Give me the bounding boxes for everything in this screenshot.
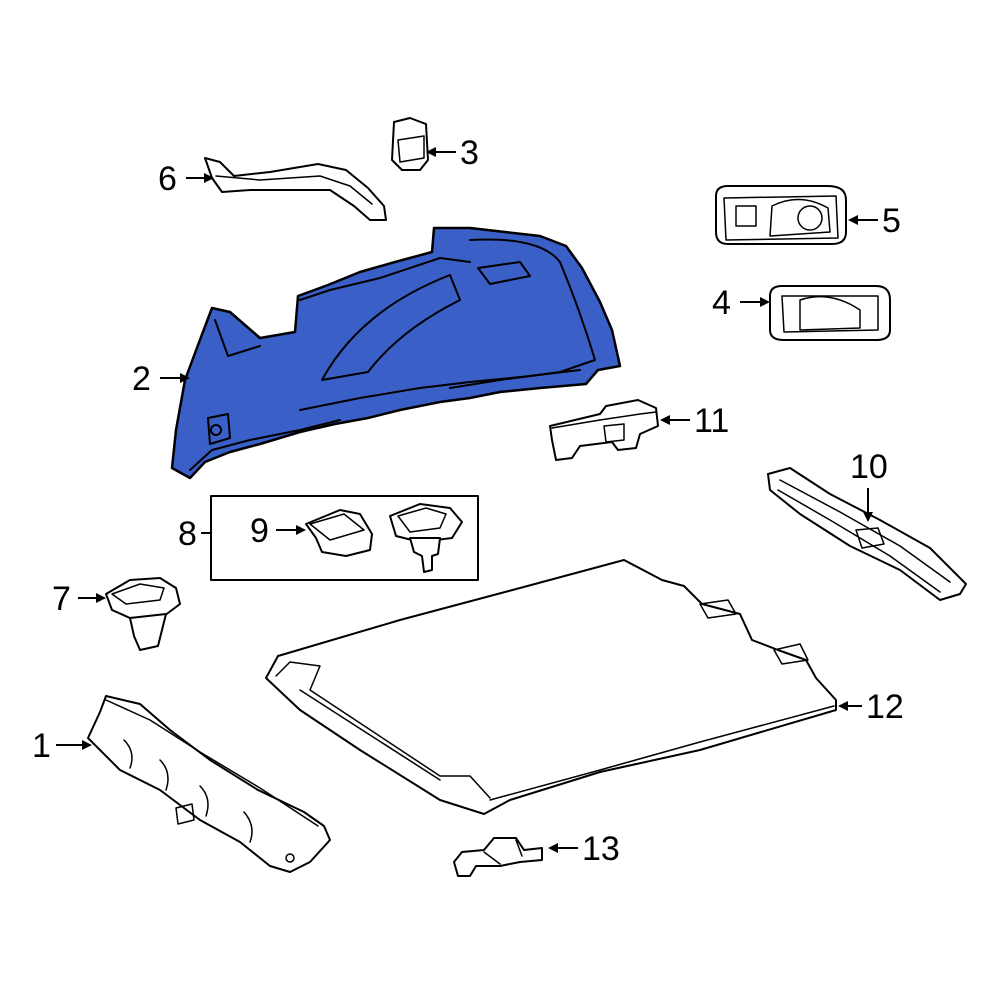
part-12-front-lip bbox=[275, 661, 491, 799]
part-1-rib-d bbox=[243, 811, 253, 843]
part-6-body bbox=[204, 157, 387, 221]
callout-9[interactable]: 9 bbox=[250, 512, 269, 550]
callout-1[interactable]: 1 bbox=[32, 727, 51, 765]
arrow-11 bbox=[660, 415, 670, 425]
part-5-lens bbox=[769, 198, 831, 237]
arrow-13 bbox=[548, 843, 558, 853]
part-3-face bbox=[397, 135, 425, 163]
callout-5[interactable]: 5 bbox=[882, 202, 901, 240]
part-4-reflector bbox=[799, 295, 861, 331]
part-4-inner bbox=[781, 295, 879, 333]
part-13-fold bbox=[483, 839, 523, 865]
part-12-rear-edge bbox=[489, 705, 835, 801]
callout-6[interactable]: 6 bbox=[158, 160, 177, 198]
part-12-side-ridge bbox=[299, 689, 441, 781]
fastener-stem bbox=[409, 537, 441, 573]
part-11-ridge bbox=[551, 411, 657, 429]
callout-12[interactable]: 12 bbox=[866, 688, 904, 726]
part-9-cap[interactable] bbox=[305, 509, 373, 557]
arrow-12 bbox=[838, 701, 848, 711]
part-2-front-flange bbox=[214, 319, 261, 357]
part-3-clip[interactable] bbox=[391, 117, 429, 171]
part-12-tab-2 bbox=[773, 643, 809, 665]
part-6-trim-strip[interactable] bbox=[204, 157, 387, 221]
part-2-mount-hole bbox=[210, 424, 222, 436]
part-1-cover[interactable] bbox=[87, 695, 331, 873]
part-2-cutout bbox=[207, 413, 231, 445]
part-6-edge bbox=[215, 175, 373, 205]
part-5-tab bbox=[735, 205, 757, 227]
part-12-body bbox=[265, 559, 837, 815]
callout-3[interactable]: 3 bbox=[460, 134, 479, 172]
part-1-rib-a bbox=[123, 739, 133, 769]
part-2-quarter-trim-panel[interactable] bbox=[170, 226, 622, 480]
part-9-top bbox=[309, 513, 365, 541]
part-2-wheel-arch bbox=[321, 274, 461, 381]
arrow-2 bbox=[180, 373, 190, 383]
part-1-body bbox=[87, 695, 331, 873]
part-13-body bbox=[453, 837, 543, 877]
part-2-body bbox=[170, 226, 622, 480]
part-12-tab-1 bbox=[699, 599, 737, 619]
part-10-sill-plate[interactable] bbox=[767, 467, 967, 601]
part-7-stem bbox=[129, 613, 167, 651]
part-10-clip-tab bbox=[855, 527, 885, 549]
callouts: 1 2 3 4 5 6 7 8 9 10 11 12 13 bbox=[32, 134, 904, 868]
callout-10[interactable]: 10 bbox=[850, 448, 888, 486]
part-11-retainer[interactable] bbox=[549, 399, 659, 461]
part-4-lamp-lens[interactable] bbox=[769, 285, 891, 341]
arrow-4 bbox=[760, 297, 770, 307]
part-1-rib-c bbox=[199, 785, 209, 817]
part-2-lower-shelf bbox=[299, 369, 581, 411]
arrow-3 bbox=[426, 147, 436, 157]
part-10-rib-2 bbox=[777, 489, 941, 593]
callout-8[interactable]: 8 bbox=[178, 515, 197, 553]
part-1-rib-b bbox=[159, 759, 169, 791]
part-1-clip bbox=[175, 803, 195, 825]
arrow-7 bbox=[96, 593, 106, 603]
part-7-push-fastener[interactable] bbox=[105, 577, 181, 651]
part-2-pocket bbox=[477, 261, 531, 285]
part-2-upper-ridge bbox=[299, 257, 471, 301]
part-2-rear-curve bbox=[449, 238, 596, 389]
part-5-lamp-housing[interactable] bbox=[715, 185, 847, 245]
callout-13[interactable]: 13 bbox=[582, 830, 620, 868]
part-11-slot bbox=[603, 423, 625, 443]
part-8-fastener[interactable] bbox=[389, 503, 463, 573]
part-8-kit-box[interactable] bbox=[210, 495, 479, 581]
fastener-top bbox=[397, 507, 447, 533]
part-3-body bbox=[391, 117, 429, 171]
arrow-10 bbox=[863, 512, 873, 522]
part-1-top-edge bbox=[105, 699, 319, 827]
callout-4[interactable]: 4 bbox=[712, 284, 731, 322]
arrow-9 bbox=[296, 525, 306, 535]
arrow-6 bbox=[204, 173, 214, 183]
callout-11[interactable]: 11 bbox=[694, 402, 729, 440]
callout-2[interactable]: 2 bbox=[132, 360, 151, 398]
arrow-5 bbox=[848, 215, 858, 225]
part-2-inner-edge bbox=[189, 419, 341, 471]
part-7-cap-top bbox=[111, 583, 165, 605]
part-10-body bbox=[767, 467, 967, 601]
part-5-socket bbox=[797, 205, 823, 231]
part-9-body bbox=[305, 509, 373, 557]
leaders bbox=[56, 147, 878, 853]
part-1-hole bbox=[285, 853, 295, 863]
part-13-floor-bracket[interactable] bbox=[453, 837, 543, 877]
part-12-load-floor[interactable] bbox=[265, 559, 837, 815]
arrow-1 bbox=[82, 740, 92, 750]
callout-7[interactable]: 7 bbox=[52, 580, 71, 618]
part-5-inner bbox=[723, 195, 839, 241]
